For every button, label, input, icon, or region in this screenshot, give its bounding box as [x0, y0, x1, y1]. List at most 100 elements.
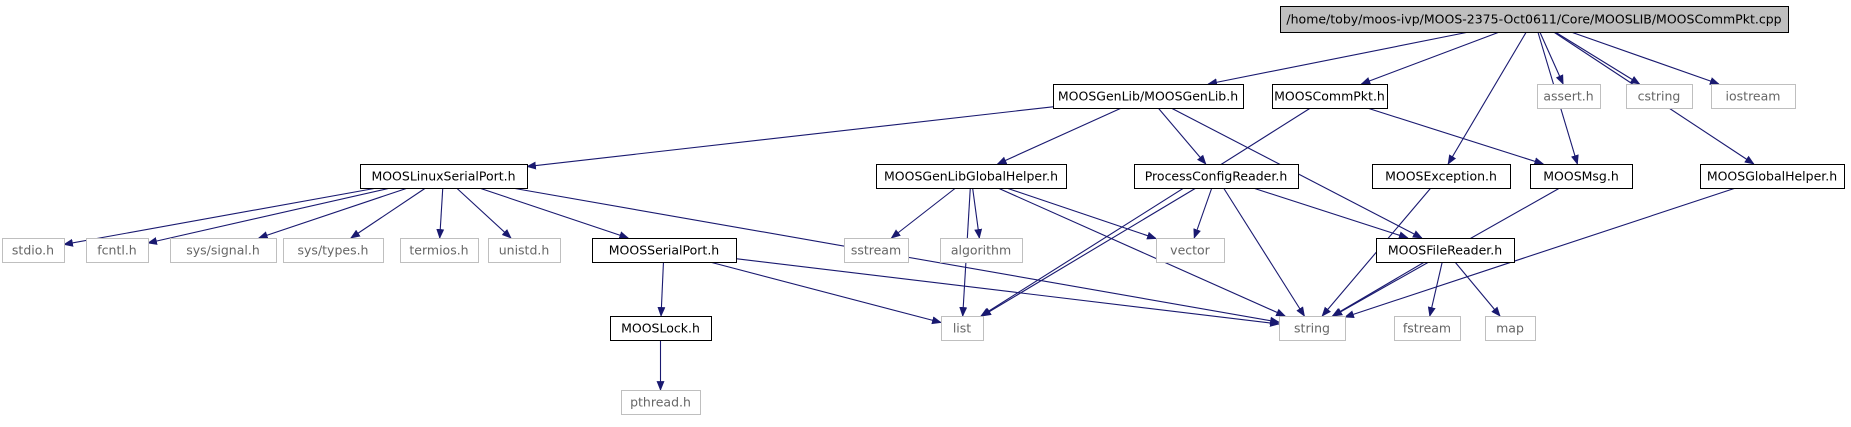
edge-serialport-to-list — [709, 261, 942, 325]
edge-linuxserial-to-termios — [436, 187, 445, 239]
node-box — [1053, 84, 1244, 109]
node-box — [1711, 84, 1796, 109]
node-label: sys/signal.h — [186, 243, 260, 258]
edge-genlibglobal-to-sstream — [890, 187, 956, 239]
node-box — [86, 238, 149, 263]
node-box — [941, 316, 984, 341]
node-lock[interactable]: MOOSLock.h — [610, 316, 712, 341]
node-label: string — [1294, 321, 1330, 336]
node-fcntl: fcntl.h — [86, 238, 149, 263]
edge-procconfig-to-vector — [1193, 187, 1213, 239]
node-label: unistd.h — [499, 243, 550, 258]
node-box — [1376, 238, 1515, 263]
node-box — [400, 238, 479, 263]
node-box — [360, 164, 528, 189]
edge-serialport-to-lock — [657, 261, 666, 317]
node-fstream: fstream — [1394, 316, 1461, 341]
node-exception[interactable]: MOOSException.h — [1372, 164, 1511, 189]
node-stdio: stdio.h — [2, 238, 65, 263]
node-box — [170, 238, 277, 263]
edge-filereader-to-map — [1454, 261, 1501, 317]
node-box — [488, 238, 561, 263]
node-string: string — [1279, 316, 1346, 341]
edge-genlib-to-genlibglobal — [996, 107, 1122, 165]
edge-genlib-to-linuxserial — [526, 106, 1054, 170]
node-label: sys/types.h — [298, 243, 369, 258]
edge-commpkt-to-list — [980, 107, 1311, 317]
node-label: algorithm — [951, 243, 1011, 258]
node-unistd: unistd.h — [488, 238, 561, 263]
node-linuxserial[interactable]: MOOSLinuxSerialPort.h — [360, 164, 528, 189]
node-label: MOOSException.h — [1385, 169, 1497, 184]
edge-procconfig-to-string — [1223, 187, 1305, 317]
node-label: stdio.h — [12, 243, 54, 258]
node-serialport[interactable]: MOOSSerialPort.h — [592, 238, 737, 263]
node-filereader[interactable]: MOOSFileReader.h — [1376, 238, 1515, 263]
node-box — [1279, 316, 1346, 341]
edge-root-to-iostream — [1570, 31, 1720, 85]
node-assert: assert.h — [1537, 84, 1601, 109]
edge-commpkt-to-msg — [1367, 107, 1545, 166]
edge-genlibglobal-to-string — [997, 187, 1286, 317]
node-globalhelper[interactable]: MOOSGlobalHelper.h — [1700, 164, 1845, 189]
node-label: MOOSLinuxSerialPort.h — [371, 169, 515, 184]
node-label: fcntl.h — [97, 243, 136, 258]
edge-root-to-commpkt — [1360, 31, 1500, 85]
node-box — [1394, 316, 1461, 341]
edge-genlib-to-procconfig — [1157, 107, 1207, 165]
node-box — [940, 238, 1023, 263]
node-box — [1485, 316, 1536, 341]
node-label: list — [953, 321, 971, 336]
edge-globalhelper-to-string — [1344, 187, 1736, 319]
edge-root-to-cstring — [1554, 31, 1641, 85]
node-commpkt[interactable]: MOOSCommPkt.h — [1272, 84, 1388, 109]
edge-procconfig-to-filereader — [1252, 187, 1409, 240]
node-label: iostream — [1726, 89, 1781, 104]
node-map: map — [1485, 316, 1536, 341]
edge-root-to-assert — [1539, 31, 1564, 85]
node-algorithm: algorithm — [940, 238, 1023, 263]
node-procconfig[interactable]: ProcessConfigReader.h — [1134, 164, 1299, 189]
node-termios: termios.h — [400, 238, 479, 263]
node-box — [1134, 164, 1299, 189]
edge-root-to-genlib — [1207, 31, 1469, 87]
node-box — [2, 238, 65, 263]
edge-serialport-to-string — [735, 258, 1280, 327]
node-label: assert.h — [1543, 89, 1593, 104]
node-syssignal: sys/signal.h — [170, 238, 277, 263]
node-label: MOOSGenLibGlobalHelper.h — [884, 169, 1058, 184]
node-label: MOOSLock.h — [621, 321, 700, 336]
node-label: cstring — [1638, 89, 1681, 104]
node-label: pthread.h — [630, 395, 691, 410]
edge-linuxserial-to-syssignal — [257, 187, 408, 239]
node-genlibglobal[interactable]: MOOSGenLibGlobalHelper.h — [876, 164, 1067, 189]
edge-filereader-to-fstream — [1427, 261, 1443, 317]
node-systypes: sys/types.h — [283, 238, 384, 263]
node-sstream: sstream — [844, 238, 909, 263]
node-label: vector — [1170, 243, 1211, 258]
node-label: fstream — [1403, 321, 1451, 336]
node-vector: vector — [1156, 238, 1225, 263]
edge-linuxserial-to-serialport — [479, 187, 630, 239]
node-label: MOOSGlobalHelper.h — [1707, 169, 1837, 184]
edge-filereader-to-string — [1331, 261, 1425, 317]
node-box — [1372, 164, 1511, 189]
node-box — [1280, 6, 1789, 33]
node-label: MOOSCommPkt.h — [1274, 89, 1385, 104]
node-msg[interactable]: MOOSMsg.h — [1530, 164, 1633, 189]
node-root[interactable]: /home/toby/moos-ivp/MOOS-2375-Oct0611/Co… — [1280, 6, 1789, 33]
node-label: MOOSGenLib/MOOSGenLib.h — [1058, 89, 1238, 104]
node-box — [610, 316, 712, 341]
node-label: MOOSSerialPort.h — [609, 243, 719, 258]
edge-linuxserial-to-systypes — [350, 187, 426, 239]
node-box — [283, 238, 384, 263]
edge-linuxserial-to-fcntl — [147, 187, 391, 245]
node-genlib[interactable]: MOOSGenLib/MOOSGenLib.h — [1053, 84, 1244, 109]
node-box — [1626, 84, 1693, 109]
edge-procconfig-to-list — [981, 187, 1197, 317]
node-box — [1537, 84, 1601, 109]
node-box — [844, 238, 909, 263]
node-box — [1156, 238, 1225, 263]
node-box — [876, 164, 1067, 189]
